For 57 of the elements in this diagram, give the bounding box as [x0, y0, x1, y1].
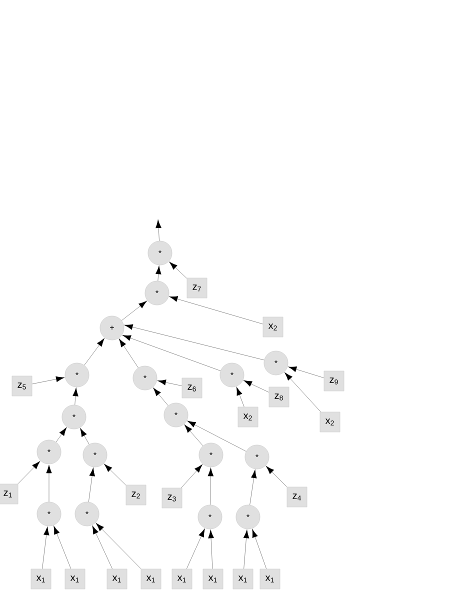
- arrow: [208, 530, 214, 570]
- variable-box: z$_{5}$: [12, 376, 32, 396]
- arrow: [158, 380, 182, 386]
- arrow: [104, 464, 126, 486]
- arrow: [42, 527, 50, 570]
- arrow: [181, 464, 202, 488]
- arrow: [170, 296, 264, 324]
- arrow: [288, 366, 324, 378]
- arrow: [18, 461, 40, 484]
- arrow: [243, 530, 250, 570]
- variable-box: z$_{8}$: [268, 386, 290, 408]
- arrow: [284, 372, 321, 412]
- variable-box: z$_{9}$: [324, 370, 344, 392]
- arrow: [32, 376, 64, 384]
- arrow: [46, 465, 52, 502]
- variable-box: z$_{3}$: [162, 488, 182, 508]
- variable-box: x$_{1}$: [106, 568, 128, 590]
- variable-box: x$_{1}$: [202, 568, 224, 590]
- variable-box: x$_{2}$: [320, 412, 340, 432]
- variable-box: x$_{1}$: [30, 568, 52, 590]
- variable-box: z$_{4}$: [286, 486, 308, 508]
- arrow: [153, 388, 168, 406]
- variable-box: x$_{2}$: [238, 406, 258, 428]
- arrow: [119, 338, 139, 368]
- variable-box: x$_{1}$: [172, 568, 192, 590]
- arrow: [188, 420, 246, 452]
- arrow: [244, 380, 270, 392]
- arrow: [184, 424, 204, 446]
- variable-box: z$_{2}$: [126, 484, 146, 506]
- arrow: [236, 387, 244, 408]
- arrow: [80, 428, 90, 445]
- arrow: [56, 428, 66, 442]
- variable-box: x$_{1}$: [260, 568, 280, 590]
- variable-box: z$_{6}$: [182, 378, 202, 398]
- variable-box: x$_{2}$: [262, 316, 284, 338]
- arrow: [96, 523, 142, 570]
- variable-box: x$_{1}$: [232, 568, 254, 590]
- variable-box: z$_{7}$: [186, 278, 208, 298]
- arrow: [72, 388, 78, 406]
- arrow: [121, 300, 147, 321]
- arrow: [208, 468, 214, 506]
- arrow: [122, 335, 221, 372]
- arrow: [169, 262, 188, 279]
- arrow: [124, 324, 264, 360]
- arrow: [54, 526, 72, 570]
- variable-box: z$_{1}$: [0, 484, 18, 504]
- variable-box: x$_{1}$: [140, 568, 162, 590]
- arrow: [266, 466, 288, 488]
- variable-box: x$_{1}$: [64, 568, 86, 590]
- arrow: [252, 529, 267, 570]
- arrow: [88, 468, 95, 502]
- arrow: [156, 220, 162, 242]
- arrow: [156, 266, 162, 282]
- arrow: [92, 526, 113, 570]
- arrow: [250, 470, 257, 506]
- arrow: [186, 528, 205, 570]
- arrow: [84, 338, 104, 366]
